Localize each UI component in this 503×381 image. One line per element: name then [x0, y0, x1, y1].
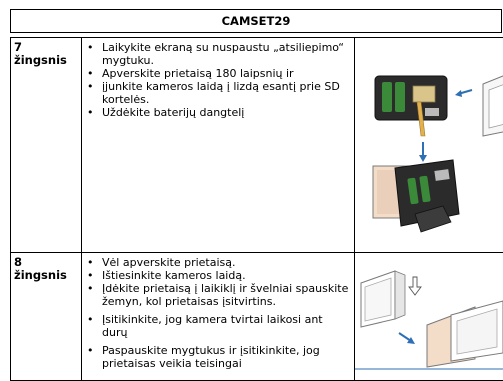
step-word: žingsnis [14, 269, 78, 282]
instruction-item: • Laikykite ekraną su nuspaustu „atsiliep… [82, 41, 350, 67]
step-instructions-cell: • Vėl apverskite prietaisą. • Ištiesinkite… [82, 253, 355, 381]
step-illustration-cell [355, 253, 503, 381]
instruction-text: Paspauskite mygtukus ir įsitikinkite, jo… [102, 344, 320, 370]
device-mount-illustration [355, 253, 503, 374]
battery-cover-assembly [373, 160, 459, 232]
instruction-text: Apverskite prietaisą 180 laipsnių ir [102, 67, 294, 80]
instruction-list: • Laikykite ekraną su nuspaustu „atsiliep… [82, 38, 354, 119]
arrow-down-outline-icon [409, 277, 421, 295]
bullet-dot-icon: • [87, 282, 94, 295]
instruction-text: Vėl apverskite prietaisą. [102, 256, 236, 269]
instruction-item: • Vėl apverskite prietaisą. [82, 256, 350, 269]
instruction-text: Ištiesinkite kameros laidą. [102, 269, 246, 282]
instruction-text: įjunkite kameros laidą į lizdą esantį pr… [102, 80, 340, 106]
arrow-left-icon [455, 90, 472, 97]
bullet-dot-icon: • [87, 344, 94, 357]
instruction-text: Įdėkite prietaisą į laikiklį ir švelniai… [102, 282, 348, 308]
instruction-text: Uždėkite baterijų dangtelį [102, 106, 244, 119]
bullet-dot-icon: • [87, 80, 94, 93]
instruction-list: • Vėl apverskite prietaisą. • Ištiesinkite… [82, 253, 354, 370]
arrow-diagonal-icon [399, 333, 415, 344]
step-instructions-cell: • Laikykite ekraną su nuspaustu „atsiliep… [82, 38, 355, 253]
bullet-dot-icon: • [87, 269, 94, 282]
battery-board-top [375, 76, 447, 136]
bullet-dot-icon: • [87, 313, 94, 326]
step-label-cell: 8 žingsnis [11, 253, 82, 381]
instruction-item: • Paspauskite mygtukus ir įsitikinkite, j… [82, 344, 350, 370]
instruction-item: • Įsitikinkite, jog kamera tvirtai laikos… [82, 313, 350, 339]
step-illustration-cell [355, 38, 503, 253]
bullet-dot-icon: • [87, 67, 94, 80]
instruction-item: • Įdėkite prietaisą į laikiklį ir švelnia… [82, 282, 350, 308]
device-battery-assembly-illustration [355, 38, 503, 246]
steps-table: 7 žingsnis • Laikykite ekraną su nuspaust… [10, 37, 503, 381]
instruction-item: • Ištiesinkite kameros laidą. [82, 269, 350, 282]
device-front-view [483, 66, 503, 136]
step-row-7: 7 žingsnis • Laikykite ekraną su nuspaust… [11, 38, 503, 253]
instruction-text: Laikykite ekraną su nuspaustu „atsiliepi… [102, 41, 344, 67]
step-row-8: 8 žingsnis • Vėl apverskite prietaisą. • I… [11, 253, 503, 381]
bullet-dot-icon: • [87, 41, 94, 54]
instruction-item: • Uždėkite baterijų dangtelį [82, 106, 350, 119]
instruction-item: • Apverskite prietaisą 180 laipsnių ir [82, 67, 350, 80]
document-title: CAMSET29 [10, 9, 502, 33]
arrow-down-icon [419, 142, 427, 162]
title-text: CAMSET29 [222, 14, 291, 28]
step-label-cell: 7 žingsnis [11, 38, 82, 253]
bullet-dot-icon: • [87, 106, 94, 119]
step-word: žingsnis [14, 54, 78, 67]
bullet-dot-icon: • [87, 256, 94, 269]
instruction-text: Įsitikinkite, jog kamera tvirtai laikosi… [102, 313, 323, 339]
document-page: CAMSET29 7 žingsnis • Laikykite ekraną su… [0, 0, 503, 367]
device-mounted-lower [427, 301, 503, 367]
device-in-mount-upper [361, 271, 405, 327]
instruction-item: • įjunkite kameros laidą į lizdą esantį p… [82, 80, 350, 106]
